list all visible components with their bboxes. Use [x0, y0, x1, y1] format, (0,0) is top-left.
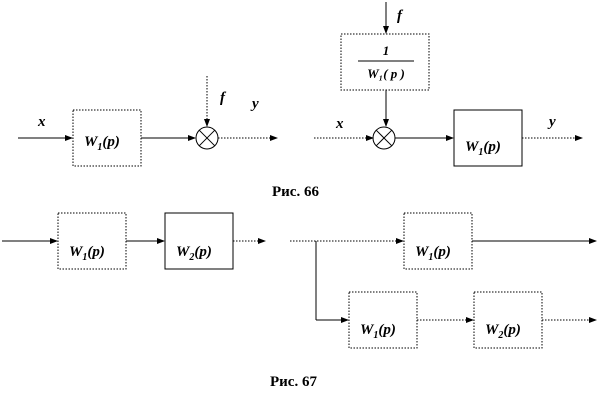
- fig67-parallel-top-block-w1: [403, 212, 473, 270]
- fig66-right-block-w1-label: W1(p): [465, 139, 501, 158]
- fig66-left-diagram: x W1(p) f y: [18, 76, 278, 167]
- fig66-right-input-label: x: [335, 116, 344, 132]
- fig66-right-diagram: f 1 W₁( p ) x W1(p) y: [314, 2, 583, 167]
- fig67-series-block-w2: [164, 212, 234, 270]
- fig66-right-summing-junction: [372, 126, 396, 150]
- fig67-series-block-w1: [57, 212, 127, 270]
- fig66-right-compensator-denominator: W₁( p ): [367, 66, 405, 81]
- fig67-series-block-w1-label: W1(p): [69, 244, 105, 263]
- fig67-series-diagram: W1(p) W2(p): [2, 212, 266, 270]
- fig66-right-disturbance-label: f: [397, 8, 404, 24]
- fig67-parallel-bottom-block-w1-label: W1(p): [360, 322, 396, 341]
- fig67-caption: Рис. 67: [270, 374, 317, 390]
- fig67-parallel-top-block-w1-label: W1(p): [415, 244, 451, 263]
- fig67-parallel-bottom-block-w2-label: W2(p): [485, 322, 521, 341]
- fig66-right-block-w1: [453, 109, 523, 167]
- fig66-left-output-label: y: [250, 96, 259, 112]
- fig66-left-summing-junction: [195, 126, 219, 150]
- fig66-left-disturbance-label: f: [220, 90, 227, 106]
- fig66-left-block-w1-label: W1(p): [84, 134, 120, 153]
- fig66-caption: Рис. 66: [272, 184, 319, 200]
- fig67-parallel-bottom-block-w2: [473, 291, 543, 349]
- fig66-left-input-label: x: [37, 114, 46, 130]
- fig67-series-block-w2-label: W2(p): [176, 244, 212, 263]
- fig66-right-compensator-numerator: 1: [383, 43, 390, 58]
- fig66-right-compensator-block: [340, 33, 430, 91]
- fig67-parallel-bottom-block-w1: [348, 291, 418, 349]
- fig67-parallel-diagram: W1(p) W1(p) W2(p): [290, 212, 597, 349]
- fig66-right-output-label: y: [547, 114, 556, 130]
